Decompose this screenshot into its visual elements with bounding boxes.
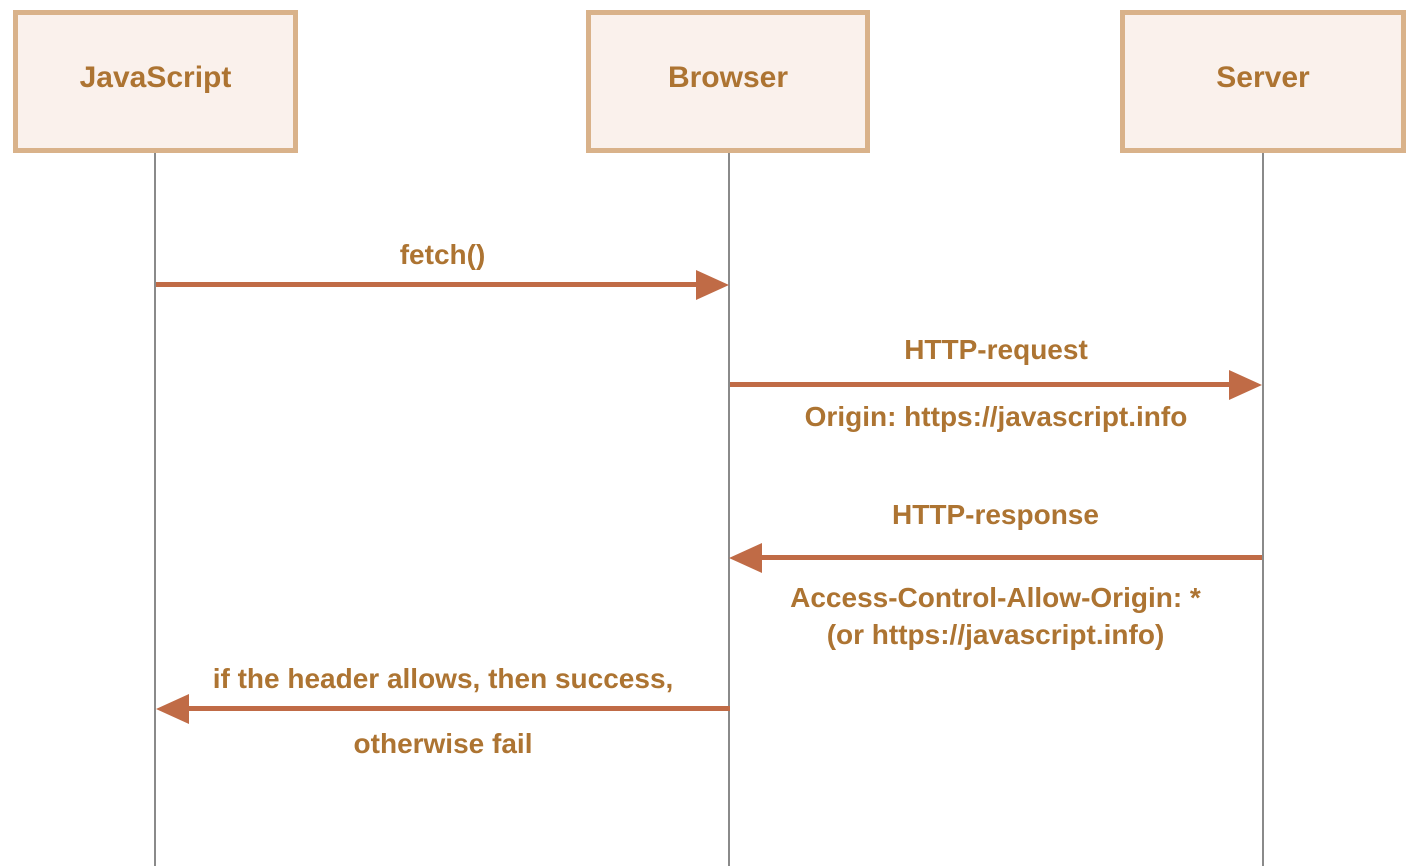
- message-fetch-label: fetch(): [399, 239, 486, 270]
- actor-server: Server: [1120, 10, 1406, 153]
- message-result-fail-label: otherwise fail: [353, 728, 533, 759]
- message-result-arrow: [156, 694, 730, 724]
- arrow-head-right-icon: [696, 270, 729, 300]
- arrow-shaft: [156, 282, 699, 287]
- message-http-response-header-label: Access-Control-Allow-Origin: *: [790, 582, 1201, 613]
- actor-browser: Browser: [586, 10, 870, 153]
- actor-javascript: JavaScript: [13, 10, 298, 153]
- arrow-head-right-icon: [1229, 370, 1262, 400]
- message-http-request-arrow: [730, 370, 1262, 400]
- arrow-shaft: [730, 382, 1232, 387]
- arrow-head-left-icon: [156, 694, 189, 724]
- message-http-response-label: HTTP-response: [892, 499, 1099, 530]
- actor-browser-label: Browser: [667, 60, 789, 94]
- lifeline-server: [1262, 153, 1264, 866]
- actor-server-label: Server: [1216, 60, 1310, 94]
- message-result-success-label: if the header allows, then success,: [212, 663, 674, 694]
- message-http-request-origin-label: Origin: https://javascript.info: [804, 401, 1188, 432]
- message-fetch-arrow: [156, 270, 729, 300]
- message-http-request-label: HTTP-request: [904, 334, 1088, 365]
- message-http-response-header-alt-label: (or https://javascript.info): [826, 619, 1165, 650]
- arrow-shaft: [186, 706, 730, 711]
- arrow-head-left-icon: [729, 543, 762, 573]
- lifeline-javascript: [154, 153, 156, 866]
- arrow-shaft: [759, 555, 1262, 560]
- message-http-response-arrow: [729, 543, 1262, 573]
- actor-javascript-label: JavaScript: [79, 60, 232, 94]
- lifeline-browser: [728, 153, 730, 866]
